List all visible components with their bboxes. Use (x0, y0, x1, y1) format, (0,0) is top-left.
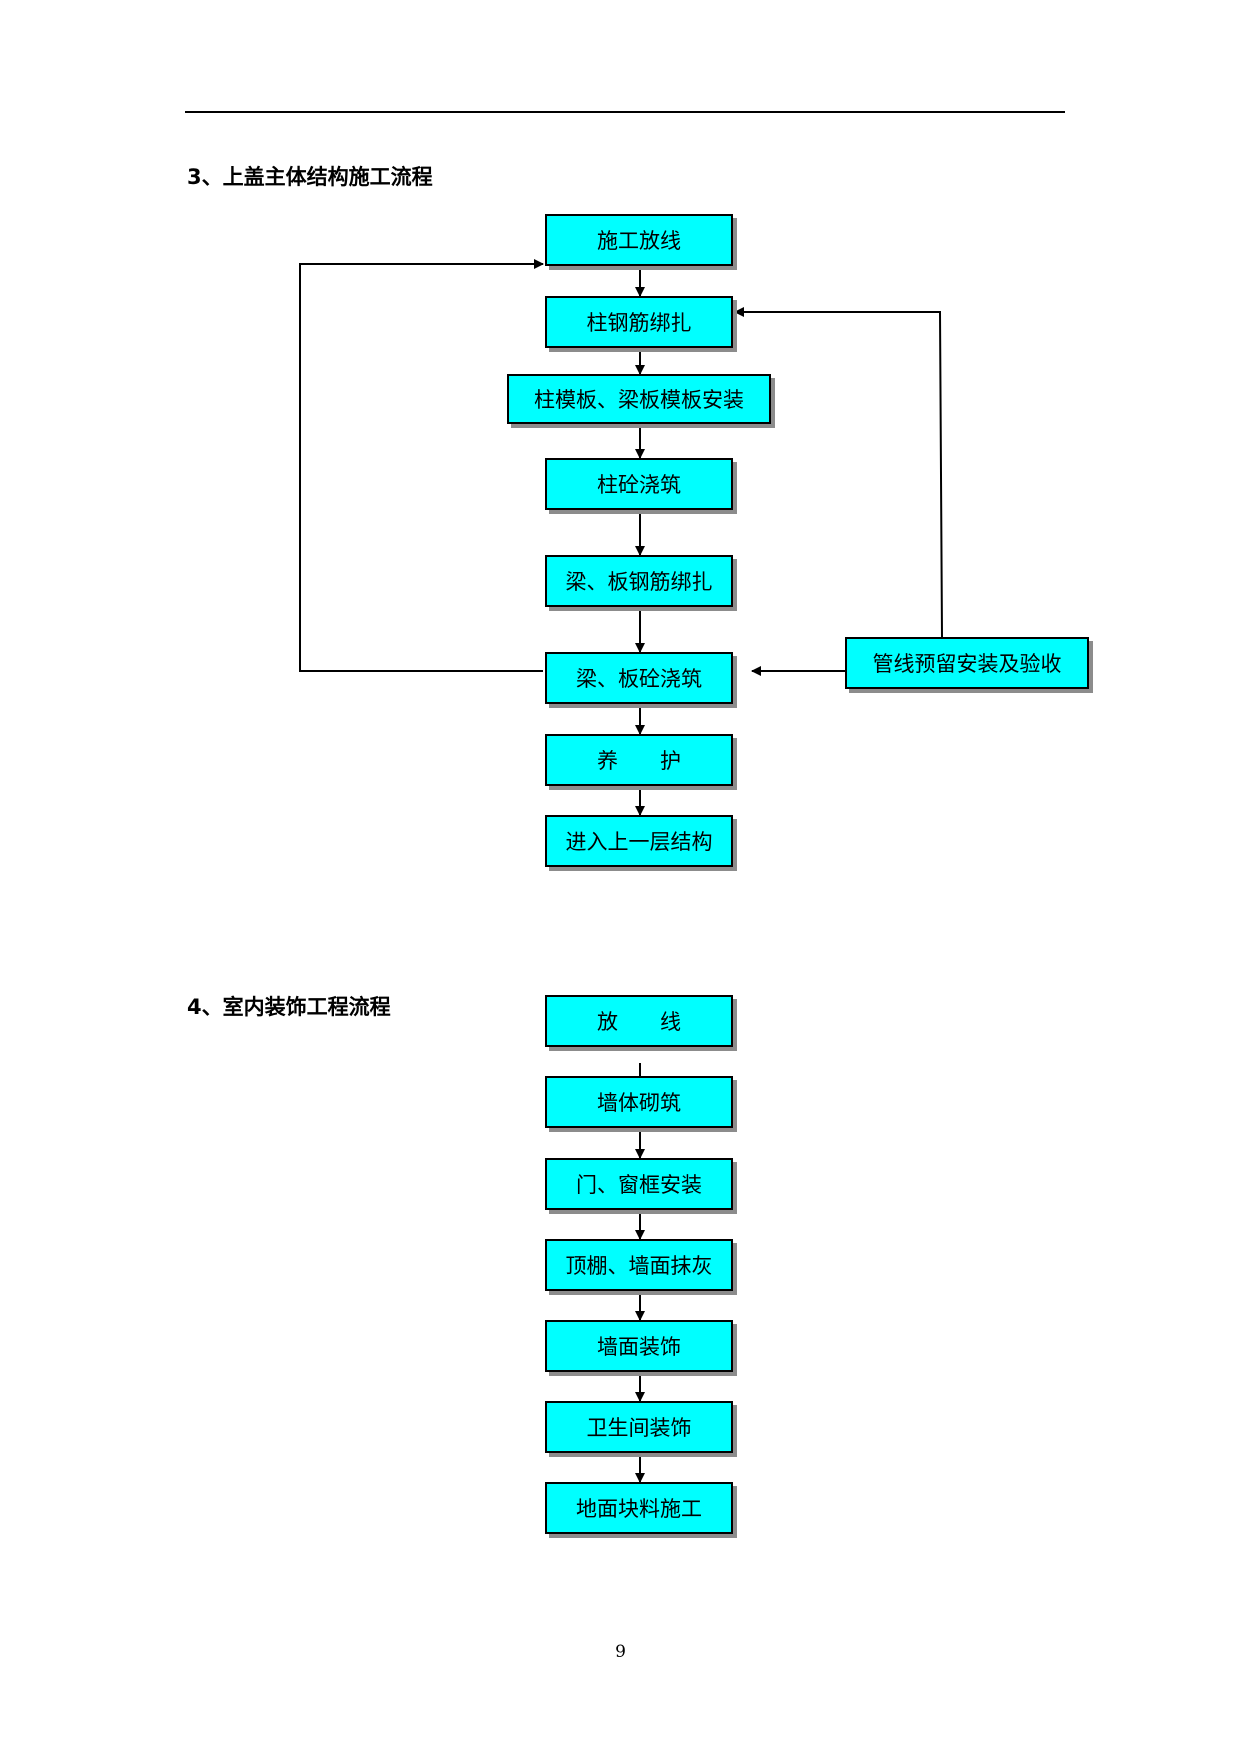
s4-step-4-box: 顶棚、墙面抹灰 (545, 1239, 733, 1291)
page-number: 9 (615, 1642, 626, 1662)
loop-back-arrow (299, 259, 544, 672)
side-step-box: 管线预留安装及验收 (845, 637, 1089, 689)
s4-step-3-box: 门、窗框安装 (545, 1158, 733, 1210)
s4-step-1-box: 放 线 (545, 995, 733, 1047)
step-7-box: 养 护 (545, 734, 733, 786)
step-1-box: 施工放线 (545, 214, 733, 266)
step-3-box: 柱模板、梁板模板安装 (507, 374, 771, 424)
step-4-box: 柱砼浇筑 (545, 458, 733, 510)
section-4-heading: 4、室内装饰工程流程 (187, 995, 391, 1019)
section-3-heading: 3、上盖主体结构施工流程 (187, 165, 433, 189)
step-5-box: 梁、板钢筋绑扎 (545, 555, 733, 607)
step-8-box: 进入上一层结构 (545, 815, 733, 867)
s4-step-6-box: 卫生间装饰 (545, 1401, 733, 1453)
header-rule (185, 111, 1065, 113)
s4-step-7-box: 地面块料施工 (545, 1482, 733, 1534)
step-6-box: 梁、板砼浇筑 (545, 652, 733, 704)
side-feedback-arrow (734, 307, 943, 638)
s4-step-5-box: 墙面装饰 (545, 1320, 733, 1372)
s4-step-2-box: 墙体砌筑 (545, 1076, 733, 1128)
step-2-box: 柱钢筋绑扎 (545, 296, 733, 348)
